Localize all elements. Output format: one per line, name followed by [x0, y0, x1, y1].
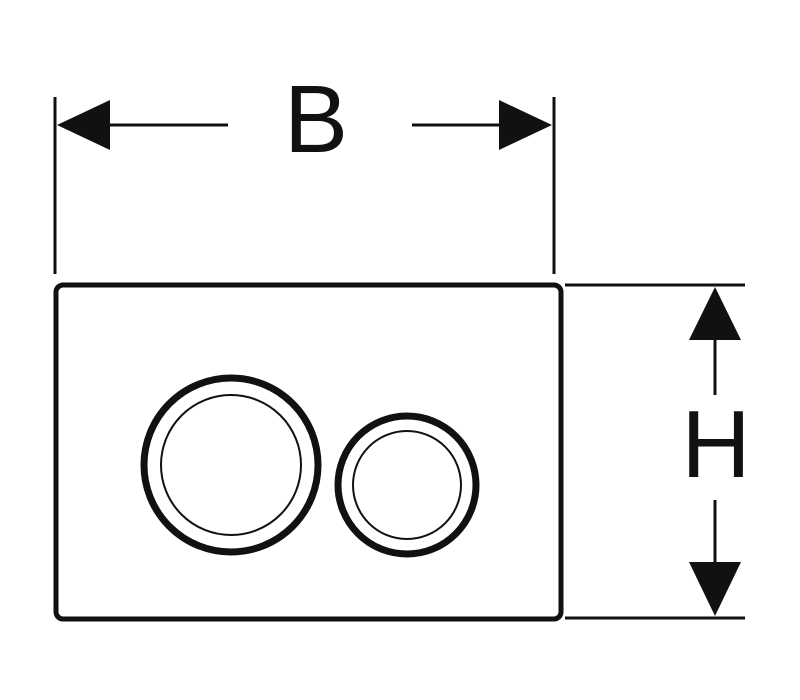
height-arrowhead-bottom [689, 562, 741, 616]
large-flush-button [140, 374, 322, 556]
small-button-inner-ring [352, 430, 462, 540]
large-button-outer-ring [140, 374, 322, 556]
width-dimension: B [53, 66, 556, 274]
height-dimension: H [565, 283, 751, 620]
small-flush-button [334, 412, 480, 558]
width-arrowhead-left [57, 100, 110, 150]
small-button-outer-ring [334, 412, 480, 558]
height-arrowhead-top [689, 287, 741, 340]
flush-plate [53, 282, 564, 622]
height-label: H [681, 391, 750, 498]
width-label: B [284, 66, 348, 173]
width-arrowhead-right [499, 100, 552, 150]
large-button-inner-ring [160, 394, 302, 536]
